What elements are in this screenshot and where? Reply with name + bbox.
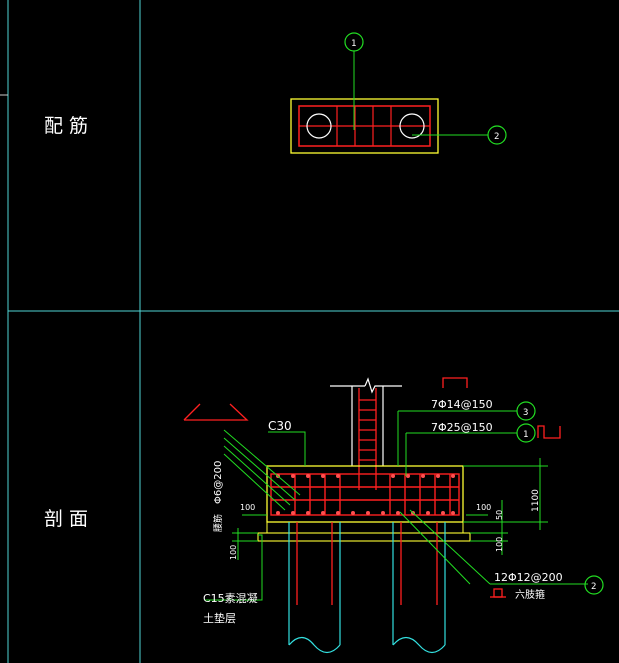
marker-1-section (516, 423, 536, 443)
dim-100-left: 100 (240, 503, 255, 512)
dim-50: 50 (495, 510, 504, 520)
blinding-label: C15素混凝 (203, 591, 258, 605)
section-view: 3 1 2 C30 7Φ14@150 7Φ25@150 Φ6@200 腰筋 10… (183, 377, 604, 654)
six-leg-label: 六肢箍 (515, 588, 545, 601)
stirrup-label: Φ6@200 (213, 461, 224, 504)
plan-view: 1 2 (290, 32, 507, 154)
blinding-layer-label: 土垫层 (203, 611, 236, 625)
marker-2-plan-label: 2 (494, 132, 499, 142)
top-bar-2-label: 7Φ25@150 (431, 421, 493, 434)
bottom-bar-label: 12Φ12@200 (494, 571, 563, 584)
blinding-layer (257, 532, 471, 542)
stirrup-note: 腰筋 (212, 514, 224, 532)
row-label-reinforcement: 配 筋 (44, 115, 88, 137)
marker-2-plan (487, 125, 507, 145)
top-bar-1-label: 7Φ14@150 (431, 398, 493, 411)
marker-2-section (584, 575, 604, 595)
marker-1-section-label: 1 (523, 430, 528, 440)
pile-circle-left (306, 113, 332, 139)
marker-3-section-label: 3 (523, 408, 528, 418)
marker-1-plan (344, 32, 364, 52)
dim-100-right: 100 (476, 503, 491, 512)
concrete-grade-label: C30 (268, 419, 292, 433)
plan-outline (290, 98, 439, 154)
pile-left (288, 522, 341, 654)
pile-circle-right (399, 113, 425, 139)
marker-3-section (516, 401, 536, 421)
marker-2-section-label: 2 (591, 582, 596, 592)
dim-100-bottom: 100 (495, 537, 504, 552)
dim-1100: 1100 (531, 489, 541, 512)
marker-1-plan-label: 1 (351, 39, 356, 49)
row-label-section: 剖 面 (44, 508, 88, 530)
dim-100-lower: 100 (229, 545, 238, 560)
